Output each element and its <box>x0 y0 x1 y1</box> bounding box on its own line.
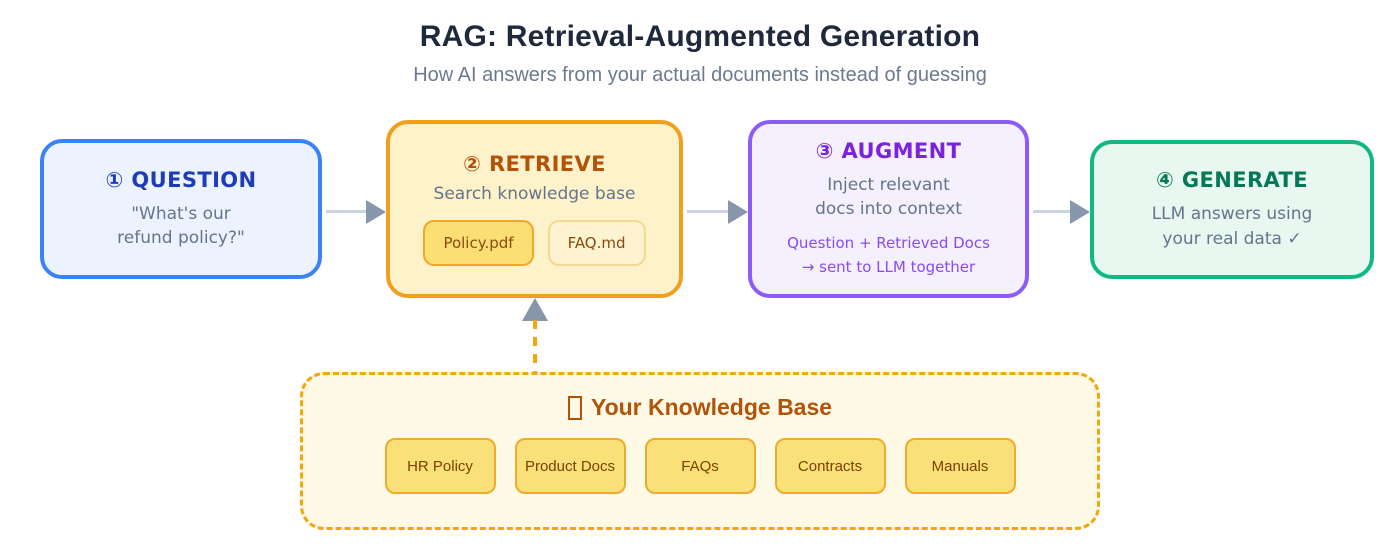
step-box-generate: ④ GENERATE LLM answers using your real d… <box>1090 140 1374 279</box>
knowledge-base-title-text: Your Knowledge Base <box>590 394 833 420</box>
flow-arrowhead-icon <box>1070 200 1090 224</box>
kb-chip-contracts: Contracts <box>774 438 886 494</box>
flow-arrow-question-to-retrieve <box>326 210 370 213</box>
step-augment-body: Inject relevant docs into context <box>815 173 962 221</box>
step-generate-heading: ④ GENERATE <box>1155 168 1309 193</box>
kb-chip-faqs: FAQs <box>644 438 756 494</box>
flow-arrow-retrieve-to-augment <box>687 210 732 213</box>
step-augment-line-1: Inject relevant <box>827 175 950 196</box>
step-question-line-2: refund policy?" <box>117 228 245 248</box>
step-generate-line-2: your real data ✓ <box>1162 228 1302 249</box>
flow-arrowhead-icon <box>728 200 748 224</box>
step-retrieve-description: Search knowledge base <box>433 184 636 205</box>
kb-chip-manuals: Manuals <box>904 438 1016 494</box>
file-chip-faq-md: FAQ.md <box>547 219 646 266</box>
step-retrieve-heading: ② RETRIEVE <box>463 152 606 177</box>
step-box-retrieve: ② RETRIEVE Search knowledge base Policy.… <box>386 120 683 298</box>
kb-chip-hr-policy: HR Policy <box>384 438 496 494</box>
step-augment-note-line-2: → sent to LLM together <box>801 257 976 276</box>
flow-arrow-augment-to-generate <box>1033 210 1074 213</box>
page-title: RAG: Retrieval-Augmented Generation <box>419 20 981 53</box>
step-generate-body: LLM answers using your real data ✓ <box>1152 202 1313 250</box>
step-question-body: "What's our refund policy?" <box>117 202 245 250</box>
step-augment-line-2: docs into context <box>815 199 962 220</box>
step-augment-heading: ③ AUGMENT <box>815 139 962 164</box>
kb-chip-product-docs: Product Docs <box>514 438 626 494</box>
file-chip-policy-pdf: Policy.pdf <box>423 219 534 266</box>
step-box-question: ① QUESTION "What's our refund policy?" <box>40 139 322 279</box>
step-augment-note: Question + Retrieved Docs → sent to LLM … <box>787 232 990 279</box>
knowledge-base-title: Your Knowledge Base <box>567 394 833 421</box>
knowledge-base-panel: Your Knowledge Base HR Policy Product Do… <box>300 372 1100 530</box>
page-subtitle: How AI answers from your actual document… <box>413 64 987 86</box>
step-box-augment: ③ AUGMENT Inject relevant docs into cont… <box>748 120 1029 298</box>
knowledge-base-chips: HR Policy Product Docs FAQs Contracts Ma… <box>384 438 1016 494</box>
step-augment-note-line-1: Question + Retrieved Docs <box>787 234 990 253</box>
missing-glyph-icon <box>567 395 582 420</box>
step-generate-line-1: LLM answers using <box>1151 204 1313 225</box>
kb-to-retrieve-dashed-arrow <box>533 320 537 374</box>
retrieved-file-chips: Policy.pdf FAQ.md <box>423 219 646 266</box>
kb-arrowhead-up-icon <box>522 298 548 321</box>
step-question-line-1: "What's our <box>131 203 231 224</box>
step-question-heading: ① QUESTION <box>105 167 257 192</box>
flow-arrowhead-icon <box>366 200 386 224</box>
